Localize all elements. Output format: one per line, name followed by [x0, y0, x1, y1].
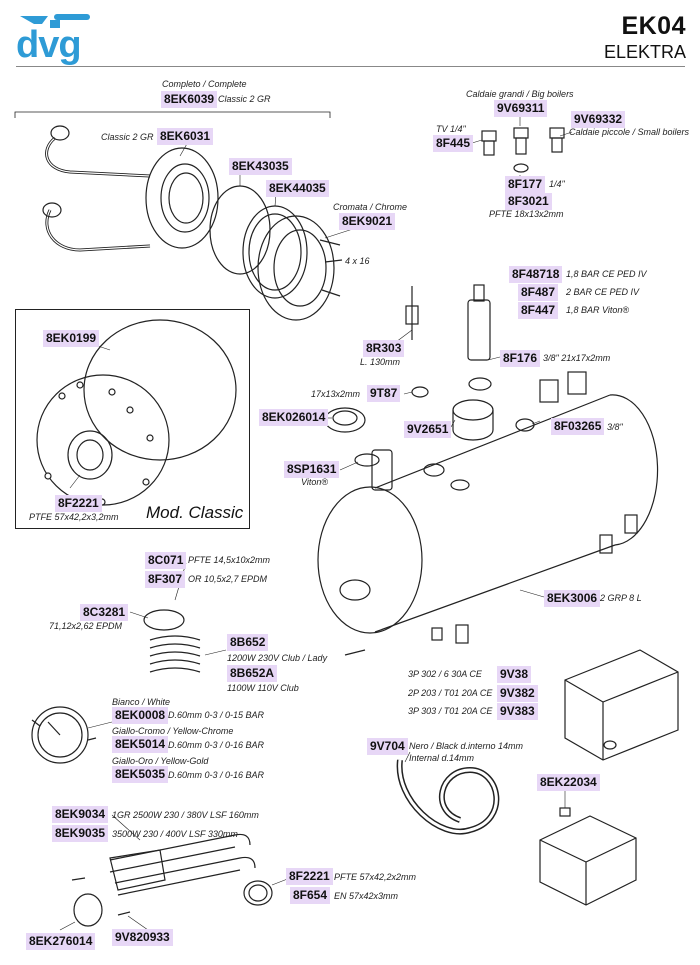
part-code-9V2651: 9V2651	[404, 421, 452, 438]
header-divider	[16, 66, 685, 67]
part-note-9V704-internal: Internal d.14mm	[409, 753, 475, 763]
part-note-8EK9021: Cromata / Chrome	[333, 202, 408, 212]
part-code-8F307: 8F307	[145, 571, 186, 588]
part-code-8F3021: 8F3021	[505, 193, 552, 210]
screw-note: 4 x 16	[345, 256, 370, 266]
part-note-8F487: 2 BAR CE PED IV	[566, 287, 640, 297]
page-code: EK04	[621, 12, 686, 40]
model-name: ELEKTRA	[603, 42, 686, 62]
part-code-9T87: 9T87	[367, 385, 401, 402]
part-note-8EK6031: Classic 2 GR	[101, 132, 154, 142]
complete-note: Completo / Complete	[162, 79, 247, 89]
part-note-8EK3006: 2 GRP 8 L	[600, 593, 642, 603]
part-code-8F654: 8F654	[290, 887, 331, 904]
dvg-logo-icon	[20, 14, 90, 28]
part-code-8C3281: 8C3281	[80, 604, 129, 621]
boilers-note: Caldaie grandi / Big boilers	[466, 89, 574, 99]
part-code-8EK22034: 8EK22034	[537, 774, 600, 791]
part-code-8B652A: 8B652A	[227, 665, 278, 682]
part-code-8EK276014: 8EK276014	[26, 933, 96, 950]
part-note-8F177: 1/4"	[549, 179, 565, 189]
part-code-8EK026014: 8EK026014	[259, 409, 329, 426]
mod-classic-label: Mod. Classic	[146, 503, 244, 522]
part-code-8EK3006: 8EK3006	[544, 590, 601, 607]
part-note-8C071: PFTE 14,5x10x2mm	[188, 555, 271, 565]
part-note-8EK0008: D.60mm 0-3 / 0-15 BAR	[168, 710, 265, 720]
part-note-8F176: 3/8" 21x17x2mm	[543, 353, 611, 363]
part-note-8F2221-classic: PTFE 57x42,2x3,2mm	[29, 512, 119, 522]
part-note-8C3281: 71,12x2,62 EPDM	[49, 621, 123, 631]
part-code-8F445: 8F445	[433, 135, 474, 152]
part-code-8F447: 8F447	[518, 302, 559, 319]
part-note-8F48718: 1,8 BAR CE PED IV	[566, 269, 647, 279]
part-code-8SP1631: 8SP1631	[284, 461, 340, 478]
part-note-8F2221-gasket: PFTE 57x42,2x2mm	[334, 872, 417, 882]
part-note-8EK5035: D.60mm 0-3 / 0-16 BAR	[168, 770, 265, 780]
part-code-8F177: 8F177	[505, 176, 546, 193]
part-code-8F2221-gasket: 8F2221	[286, 868, 333, 885]
part-note-8EK9035: 3500W 230 / 400V LSF 330mm	[112, 829, 238, 839]
part-code-8F2221-classic: 8F2221	[55, 495, 102, 512]
part-note-9V38: 3P 302 / 6 30A CE	[408, 669, 482, 679]
part-code-9V69332: 9V69332	[571, 111, 626, 128]
mod-classic-inset	[15, 309, 250, 529]
logo-text: dvg	[16, 24, 82, 66]
part-code-8F487: 8F487	[518, 284, 559, 301]
part-note-9V383: 3P 303 / T01 20A CE	[408, 706, 493, 716]
part-code-9V383: 9V383	[497, 703, 538, 720]
part-code-8EK43035: 8EK43035	[229, 158, 292, 175]
part-note-8F445: TV 1/4"	[436, 124, 466, 134]
part-code-9V704: 9V704	[367, 738, 408, 755]
part-note-9V382: 2P 203 / T01 20A CE	[408, 688, 493, 698]
part-code-8EK9035: 8EK9035	[52, 825, 109, 842]
gold-note: Giallo-Oro / Yellow-Gold	[112, 756, 209, 766]
part-note-8B652A: 1100W 110V Club	[227, 683, 299, 693]
part-code-8EK5014: 8EK5014	[112, 736, 169, 753]
part-note-9V704: Nero / Black d.interno 14mm	[409, 741, 524, 751]
part-code-8EK0008: 8EK0008	[112, 707, 169, 724]
part-code-8R303: 8R303	[363, 340, 405, 357]
part-code-8EK9034: 8EK9034	[52, 806, 109, 823]
part-code-9V382: 9V382	[497, 685, 538, 702]
part-note-8R303: L. 130mm	[360, 357, 401, 367]
part-code-8F176: 8F176	[500, 350, 541, 367]
part-note-8F03265: 3/8"	[607, 422, 623, 432]
part-note-8B652: 1200W 230V Club / Lady	[227, 653, 328, 663]
part-code-8EK0199: 8EK0199	[43, 330, 100, 347]
part-note-8F307: OR 10,5x2,7 EPDM	[188, 574, 268, 584]
part-code-9V38: 9V38	[497, 666, 532, 683]
part-note-8EK9034: 1GR 2500W 230 / 380V LSF 160mm	[112, 810, 259, 820]
part-code-8C071: 8C071	[145, 552, 187, 569]
part-note-9T87: 17x13x2mm	[311, 389, 361, 399]
part-note-8F447: 1,8 BAR Viton®	[566, 305, 629, 315]
part-code-8EK44035: 8EK44035	[266, 180, 329, 197]
part-code-8F48718: 8F48718	[509, 266, 563, 283]
part-note-8F3021: PFTE 18x13x2mm	[489, 209, 564, 219]
part-code-8EK9021: 8EK9021	[339, 213, 396, 230]
white-note: Bianco / White	[112, 697, 171, 707]
part-code-8F03265: 8F03265	[551, 418, 605, 435]
part-note-9V69332: Caldaie piccole / Small boilers	[569, 127, 690, 137]
part-note-8EK5014: D.60mm 0-3 / 0-16 BAR	[168, 740, 265, 750]
part-code-9V69311: 9V69311	[494, 100, 548, 117]
part-note-8SP1631: Viton®	[301, 477, 328, 487]
part-code-8EK5035: 8EK5035	[112, 766, 169, 783]
part-code-8EK6031: 8EK6031	[157, 128, 214, 145]
part-note-8EK6039: Classic 2 GR	[218, 94, 271, 104]
part-code-8EK6039: 8EK6039	[161, 91, 218, 108]
part-code-9V820933: 9V820933	[112, 929, 173, 946]
chrome-note: Giallo-Cromo / Yellow-Chrome	[112, 726, 234, 736]
part-code-8B652: 8B652	[227, 634, 269, 651]
part-note-8F654: EN 57x42x3mm	[334, 891, 399, 901]
